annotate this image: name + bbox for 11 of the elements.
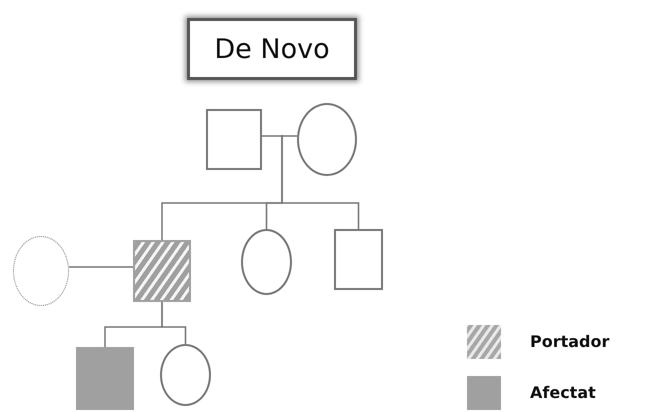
descent-line [161,302,186,344]
marriage-line [262,135,297,137]
descent-line [281,135,360,229]
title: De Novo [187,18,357,80]
pedigree-square [133,240,191,302]
pedigree-square [76,347,134,410]
marriage-line [69,266,133,268]
legend-label: Portador [530,332,610,352]
pedigree-square [334,229,383,290]
pedigree-square [206,109,262,170]
legend-label: Afectat [530,383,596,403]
